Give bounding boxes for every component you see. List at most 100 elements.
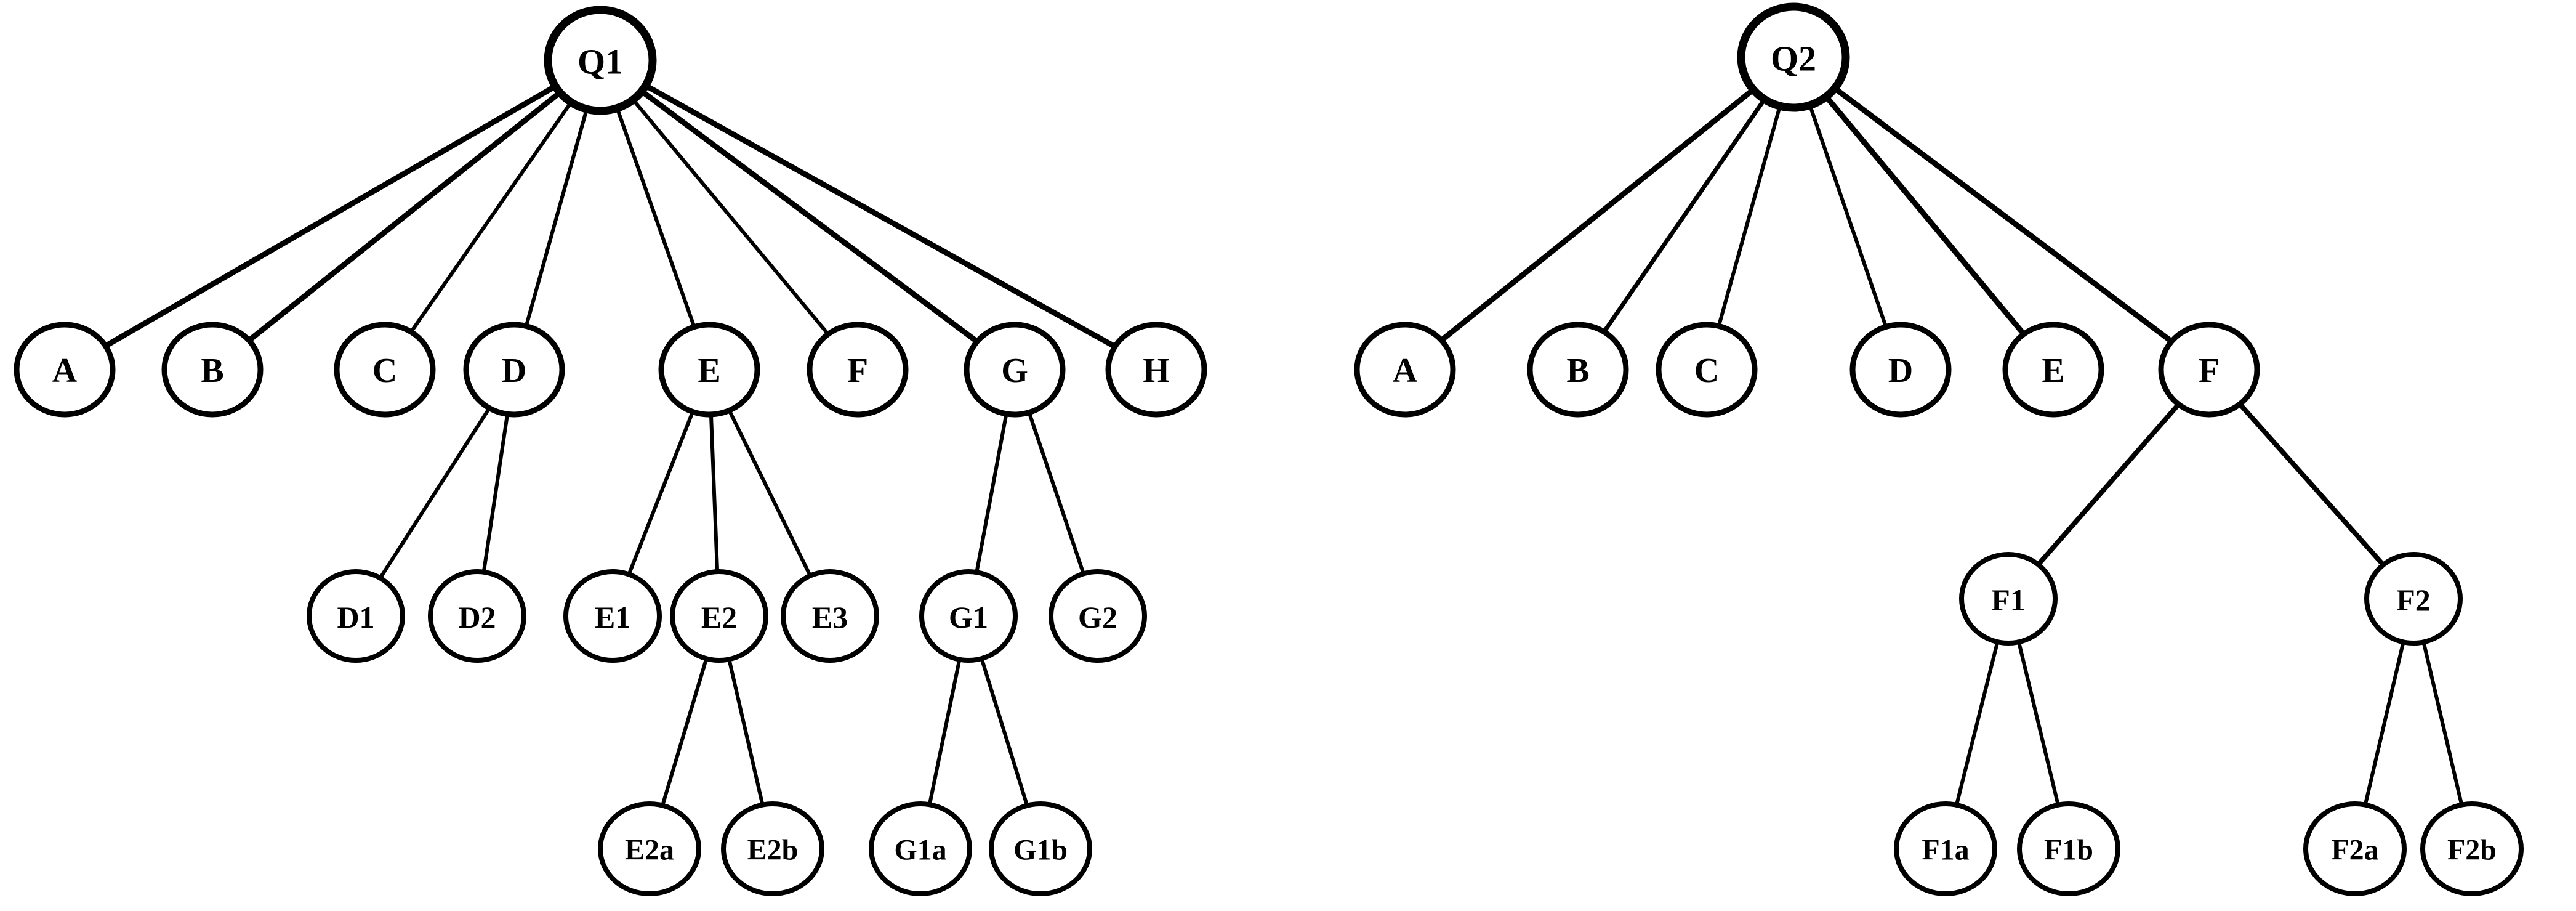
node-label-G: G [1001, 352, 1028, 390]
tree-edge-Q2-B2 [1601, 97, 1767, 334]
tree-edge-F2r-F2 [2237, 402, 2386, 568]
tree-node-F[interactable]: F [807, 322, 909, 418]
tree-node-H[interactable]: H [1105, 322, 1207, 418]
tree-edge-Q2-F2r [1832, 85, 2175, 344]
node-ellipse [2303, 801, 2407, 896]
tree-node-C2[interactable]: C [1656, 322, 1758, 418]
node-label-F: F [847, 352, 868, 390]
node-label-F2: F2 [2396, 583, 2431, 617]
tree-node-F2[interactable]: F2 [2364, 552, 2463, 646]
tree-node-E1[interactable]: E1 [563, 569, 662, 663]
tree-node-F1b[interactable]: F1b [2017, 801, 2120, 896]
tree-node-G2[interactable]: G2 [1049, 569, 1147, 663]
node-label-D2r: D [1888, 352, 1913, 390]
node-label-Q1: Q1 [578, 42, 623, 82]
tree-node-A[interactable]: A [14, 322, 116, 418]
tree-edge-Q2-E2r [1823, 94, 2027, 337]
tree-edge-F2-F2b [2421, 640, 2464, 807]
tree-node-E2r[interactable]: E [2002, 322, 2104, 418]
tree-node-E[interactable]: E [658, 322, 760, 418]
node-label-E2a: E2a [625, 834, 674, 867]
node-ellipse [919, 569, 1018, 663]
node-label-Q2: Q2 [1771, 39, 1816, 79]
node-ellipse [781, 569, 879, 663]
tree-edge-Q1-G [638, 88, 980, 345]
tree-edge-Q1-C [409, 100, 573, 334]
tree-node-D1[interactable]: D1 [307, 569, 405, 663]
tree-edge-Q2-A2 [1438, 86, 1757, 343]
tree-node-Q2[interactable]: Q2 [1737, 2, 1850, 112]
tree-node-Q1[interactable]: Q1 [544, 6, 657, 115]
tree-node-G[interactable]: G [964, 322, 1066, 418]
tree-node-B[interactable]: B [161, 322, 264, 418]
node-ellipse [334, 322, 436, 418]
node-label-B: B [201, 352, 223, 390]
node-label-F1a: F1a [1922, 834, 1969, 867]
tree-node-B2[interactable]: B [1527, 322, 1629, 418]
tree-node-F1[interactable]: F1 [1959, 552, 2058, 646]
node-label-C: C [372, 352, 397, 390]
root-node-ellipse [1737, 2, 1850, 112]
node-ellipse [463, 322, 565, 418]
node-label-E3: E3 [812, 600, 848, 634]
tree-node-G1b[interactable]: G1b [989, 801, 1092, 896]
node-label-D2: D2 [458, 600, 496, 634]
tree-edge-E-E2 [709, 412, 720, 574]
node-ellipse [2017, 801, 2120, 896]
tree-edge-G-G2 [1027, 410, 1085, 576]
node-ellipse [1105, 322, 1207, 418]
tree-node-A2[interactable]: A [1354, 322, 1456, 418]
node-ellipse [807, 322, 909, 418]
tree-node-G1[interactable]: G1 [919, 569, 1018, 663]
node-ellipse [2002, 322, 2104, 418]
node-label-G1a: G1a [894, 834, 946, 867]
node-ellipse [1527, 322, 1629, 418]
node-label-F2a: F2a [2331, 834, 2378, 867]
node-ellipse [563, 569, 662, 663]
tree-edge-Q1-E [615, 106, 696, 329]
node-ellipse [14, 322, 116, 418]
node-label-D1: D1 [337, 600, 374, 634]
tree-edge-F2-F2a [2363, 640, 2405, 807]
tree-node-C[interactable]: C [334, 322, 436, 418]
tree-node-F2r[interactable]: F [2158, 322, 2260, 418]
node-ellipse [658, 322, 760, 418]
tree-node-D2r[interactable]: D [1849, 322, 1952, 418]
node-ellipse [428, 569, 526, 663]
node-label-A2: A [1393, 352, 1418, 390]
tree-edge-Q1-F [631, 97, 831, 336]
tree-node-F1a[interactable]: F1a [1894, 801, 1997, 896]
tree-node-F2a[interactable]: F2a [2303, 801, 2407, 896]
tree-node-D2[interactable]: D2 [428, 569, 526, 663]
tree-edge-G-G1 [975, 411, 1008, 575]
tree-node-E2b[interactable]: E2b [721, 801, 824, 896]
tree-node-E3[interactable]: E3 [781, 569, 879, 663]
tree-node-D[interactable]: D [463, 322, 565, 418]
node-label-F2b: F2b [2447, 834, 2497, 867]
tree-edge-Q1-D [524, 107, 589, 328]
node-ellipse [989, 801, 1092, 896]
node-label-F2r: F [2199, 352, 2220, 390]
tree-node-E2a[interactable]: E2a [598, 801, 701, 896]
node-ellipse [869, 801, 972, 896]
node-label-E1: E1 [595, 600, 630, 634]
node-ellipse [161, 322, 264, 418]
node-ellipse [721, 801, 824, 896]
tree-node-G1a[interactable]: G1a [869, 801, 972, 896]
tree-node-F2b[interactable]: F2b [2420, 801, 2524, 896]
node-label-E2r: E [2042, 352, 2064, 390]
tree-node-E2[interactable]: E2 [670, 569, 768, 663]
node-label-D: D [502, 352, 526, 390]
node-ellipse [307, 569, 405, 663]
node-label-F1: F1 [1991, 583, 2026, 617]
edges-layer [102, 83, 2464, 808]
tree-edge-Q2-D2r [1808, 103, 1888, 329]
node-ellipse [1894, 801, 1997, 896]
node-label-E: E [698, 352, 720, 390]
tree-edge-G1-G1a [927, 657, 962, 807]
tree-edge-E-E1 [627, 410, 695, 577]
tree-edge-G1-G1b [980, 657, 1029, 808]
node-label-H: H [1143, 352, 1170, 390]
